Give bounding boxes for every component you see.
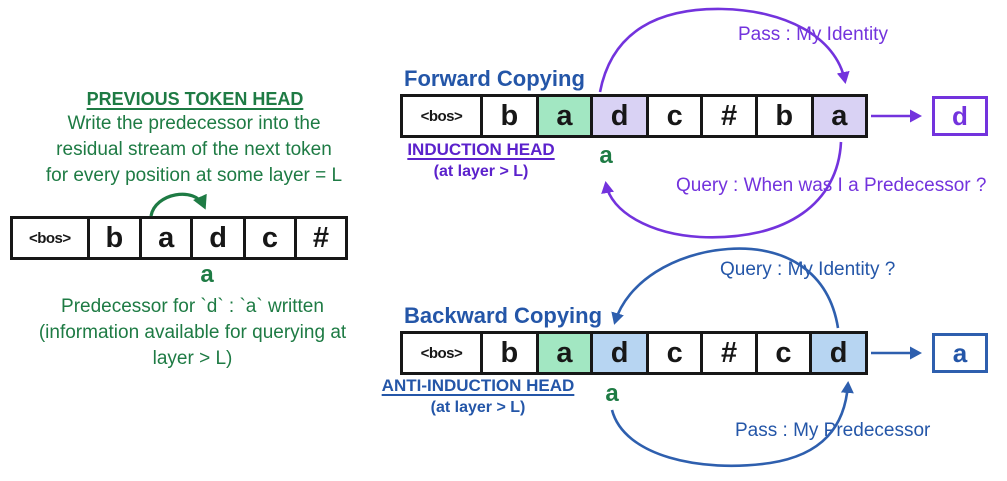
- token-cell-d: d: [190, 216, 246, 260]
- token-cell-hash: #: [700, 94, 758, 138]
- token-text: #: [721, 336, 738, 369]
- token-text: b: [500, 99, 519, 132]
- token-text: d: [209, 221, 227, 254]
- token-text: <bos>: [420, 344, 463, 362]
- predecessor-a-label-forward: a: [599, 142, 613, 169]
- token-text: <bos>: [420, 107, 463, 125]
- token-text: a: [831, 99, 848, 132]
- token-cell-hash: #: [700, 331, 758, 375]
- token-sequence-forward: <bos> b a d c # b a: [400, 94, 869, 138]
- predecessor-a-label-backward: a: [605, 380, 619, 407]
- token-cell-b: b: [479, 94, 539, 138]
- pass-identity-arc: [598, 7, 850, 93]
- backward-copying-title: Backward Copying: [404, 303, 603, 328]
- token-cell-c: c: [646, 94, 704, 138]
- token-cell-b: b: [86, 216, 143, 260]
- description-line: for every position at some layer = L: [45, 165, 343, 186]
- forward-copying-title: Forward Copying: [404, 66, 585, 91]
- induction-head-label: INDUCTION HEAD: [407, 140, 555, 159]
- token-text: b: [500, 336, 519, 369]
- token-cell-a: a: [810, 94, 869, 138]
- token-text: b: [105, 221, 124, 254]
- token-cell-c: c: [754, 331, 813, 375]
- token-text: d: [829, 336, 848, 369]
- token-cell-d: d: [590, 94, 650, 138]
- token-cell-d: d: [809, 331, 869, 375]
- token-text: d: [610, 336, 629, 369]
- token-text: b: [775, 99, 794, 132]
- token-text: d: [610, 99, 629, 132]
- token-cell-b: b: [479, 331, 539, 375]
- token-cell-a: a: [535, 94, 594, 138]
- token-text: #: [312, 221, 330, 254]
- caption-line: (information available for querying at: [38, 322, 347, 343]
- token-text: <bos>: [28, 229, 71, 247]
- description-line: Write the predecessor into the: [67, 113, 321, 134]
- token-text: c: [775, 336, 792, 369]
- token-sequence-left: <bos> b a d c #: [10, 216, 348, 260]
- caption-line: Predecessor for `d` : `a` written: [61, 296, 324, 317]
- token-cell-bos: <bos>: [10, 216, 90, 260]
- token-cell-hash: #: [293, 216, 348, 260]
- pass-predecessor-label: Pass : My Predecessor: [735, 420, 931, 441]
- token-text: a: [556, 99, 573, 132]
- previous-token-arrow: [149, 192, 207, 217]
- backward-output-box: a: [932, 333, 988, 373]
- token-cell-c: c: [646, 331, 704, 375]
- token-text: c: [261, 221, 278, 254]
- token-cell-a: a: [139, 216, 194, 260]
- previous-token-head-caption: Predecessor for `d` : `a` written (infor…: [5, 294, 380, 372]
- previous-token-head-description: Write the predecessor into the residual …: [8, 111, 380, 189]
- pass-identity-label: Pass : My Identity: [738, 24, 888, 45]
- anti-induction-head-label: ANTI-INDUCTION HEAD: [381, 376, 575, 395]
- predecessor-a-label-left: a: [200, 261, 214, 288]
- token-cell-c: c: [242, 216, 297, 260]
- anti-induction-head-layer-label: (at layer > L): [430, 399, 526, 416]
- induction-head-layer-label: (at layer > L): [433, 163, 529, 180]
- token-text: a: [556, 336, 573, 369]
- forward-output-box: d: [932, 96, 988, 136]
- token-cell-a: a: [535, 331, 594, 375]
- query-identity-label: Query : My Identity ?: [720, 259, 896, 280]
- token-cell-d: d: [590, 331, 650, 375]
- token-cell-bos: <bos>: [400, 94, 483, 138]
- token-cell-bos: <bos>: [400, 331, 483, 375]
- token-text: #: [721, 99, 738, 132]
- token-text: c: [666, 99, 683, 132]
- token-cell-b: b: [754, 94, 814, 138]
- query-predecessor-label: Query : When was I a Predecessor ?: [676, 175, 987, 196]
- token-text: a: [158, 221, 175, 254]
- token-sequence-backward: <bos> b a d c # c d: [400, 331, 869, 375]
- token-text: c: [666, 336, 683, 369]
- description-line: residual stream of the next token: [56, 139, 332, 160]
- caption-line: layer > L): [152, 348, 233, 369]
- previous-token-head-title: PREVIOUS TOKEN HEAD: [86, 89, 304, 109]
